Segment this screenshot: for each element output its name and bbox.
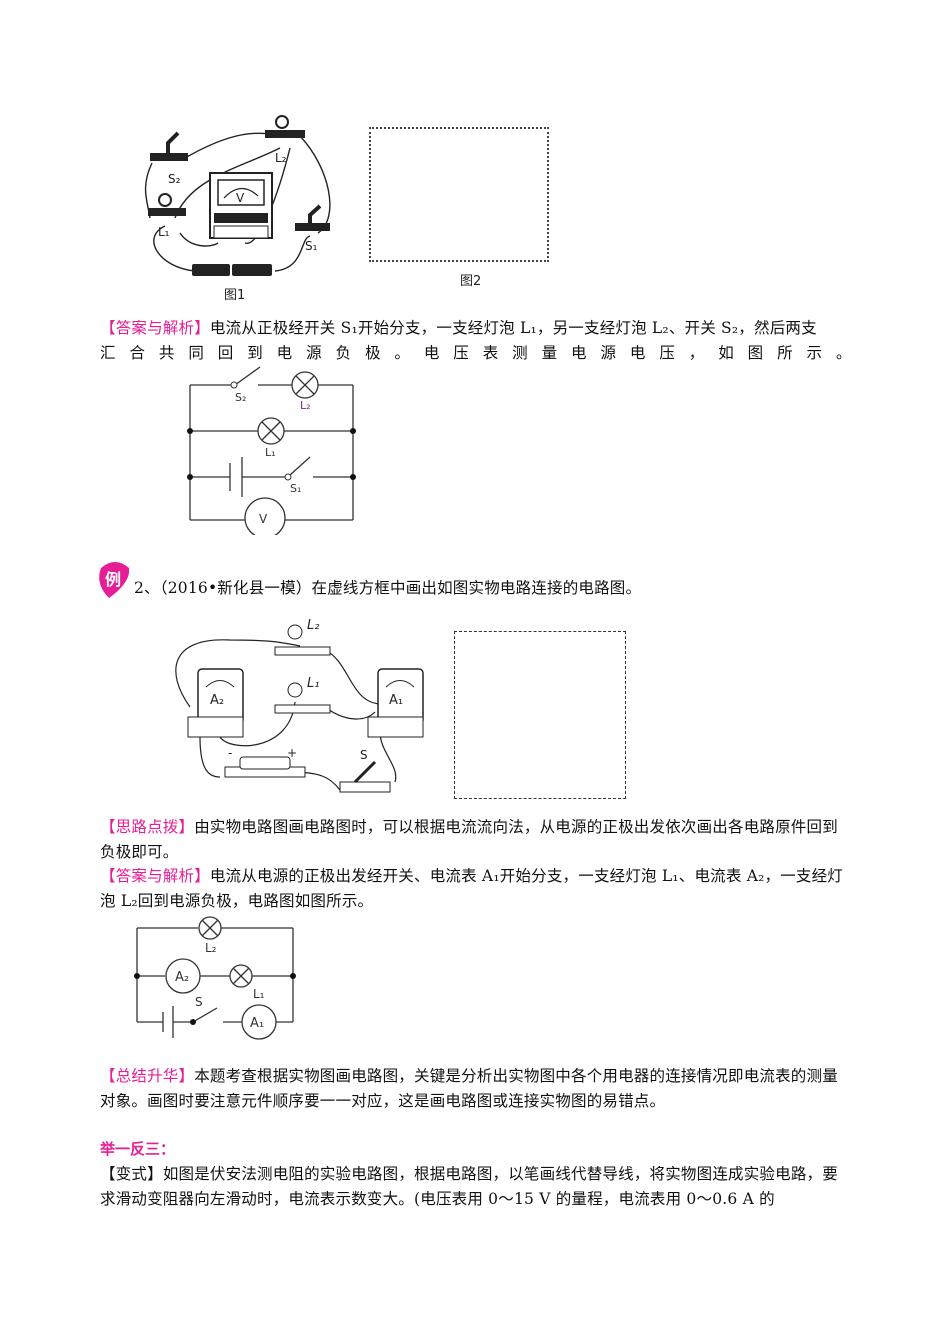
svg-text:L₂: L₂ bbox=[205, 941, 217, 955]
hint-text: 由实物电路图画电路图时，可以根据电流流向法，从电源的正极出发依次画出各电路原件回… bbox=[100, 818, 838, 861]
svg-text:A₂: A₂ bbox=[210, 693, 224, 708]
label-l2: L₂ bbox=[275, 151, 287, 165]
figure2-answer-box bbox=[454, 631, 626, 799]
answer1-char: 。 bbox=[835, 344, 852, 362]
answer1-char: 回 bbox=[217, 344, 234, 362]
answer1-char: 图 bbox=[747, 344, 764, 362]
svg-text:L₂: L₂ bbox=[300, 399, 311, 412]
answer1-char: 电 bbox=[571, 344, 587, 362]
answer1-char: 同 bbox=[188, 344, 205, 362]
svg-text:S: S bbox=[360, 748, 368, 762]
answer-tag: 【答案与解析】 bbox=[100, 319, 210, 337]
answer1-char: 示 bbox=[806, 344, 823, 362]
svg-text:V: V bbox=[259, 512, 268, 526]
switch-s1-icon bbox=[295, 204, 330, 231]
svg-text:+: + bbox=[287, 746, 297, 760]
answer1-line2: 汇合共同回到电源负极。电压表测量电源电压，如图所示。 bbox=[100, 341, 852, 366]
summary-text: 本题考查根据实物图画电路图，关键是分析出实物图中各个用电器的连接情况即电流表的测… bbox=[100, 1067, 838, 1110]
answer1-char: 测 bbox=[512, 344, 528, 362]
example-badge: 例 bbox=[97, 560, 133, 600]
svg-text:S: S bbox=[195, 995, 203, 1009]
svg-text:S₂: S₂ bbox=[235, 391, 246, 404]
answer1-paragraph: 【答案与解析】电流从正极经开关 S₁开始分支，一支经灯泡 L₁，另一支经灯泡 L… bbox=[100, 316, 852, 366]
hint-tag: 【思路点拨】 bbox=[100, 818, 195, 836]
figure1-caption: 图1 bbox=[224, 288, 246, 303]
battery-icon bbox=[192, 264, 272, 276]
answer1-text: 电流从正极经开关 S₁开始分支，一支经灯泡 L₁，另一支经灯泡 L₂、开关 S₂… bbox=[209, 319, 817, 337]
svg-text:A₂: A₂ bbox=[175, 970, 189, 985]
practice-tag: 【变式】 bbox=[100, 1165, 163, 1183]
svg-text:S₁: S₁ bbox=[290, 482, 301, 495]
summary-tag: 【总结升华】 bbox=[100, 1067, 195, 1085]
answer1-char: 电 bbox=[276, 344, 293, 362]
answer1-char: 汇 bbox=[100, 344, 116, 362]
label-l1: L₁ bbox=[158, 225, 170, 239]
answer1-char: 极 bbox=[364, 344, 381, 362]
answer1-char: 到 bbox=[247, 344, 263, 362]
answer1-char: 共 bbox=[158, 344, 175, 362]
answer1-char: 源 bbox=[600, 344, 617, 362]
figure2-caption: 图2 bbox=[460, 274, 482, 289]
practice-heading: 举一反三： bbox=[100, 1140, 176, 1158]
answer1-char: 压 bbox=[453, 344, 469, 362]
answer1-char: 量 bbox=[541, 344, 558, 362]
label-s1: S₁ bbox=[305, 239, 318, 253]
summary-paragraph: 【总结升华】本题考查根据实物图画电路图，关键是分析出实物图中各个用电器的连接情况… bbox=[100, 1064, 852, 1114]
answer1-char: 源 bbox=[306, 344, 322, 362]
svg-text:L₂: L₂ bbox=[307, 618, 319, 633]
answer2-text: 电流从电源的正极出发经开关、电流表 A₁开始分支，一支经灯泡 L₁、电流表 A₂… bbox=[100, 867, 844, 910]
answer1-char: ， bbox=[688, 344, 705, 362]
figure1-physical-circuit: V S₂ L₂ L₁ S₁ bbox=[130, 108, 340, 300]
example-badge-label: 例 bbox=[105, 570, 122, 589]
answer2-tag: 【答案与解析】 bbox=[100, 867, 210, 885]
svg-text:L₁: L₁ bbox=[265, 446, 276, 459]
answer1-line1: 【答案与解析】电流从正极经开关 S₁开始分支，一支经灯泡 L₁，另一支经灯泡 L… bbox=[100, 316, 852, 341]
svg-text:L₁: L₁ bbox=[253, 987, 265, 1001]
hint-paragraph: 【思路点拨】由实物电路图画电路图时，可以根据电流流向法，从电源的正极出发依次画出… bbox=[100, 815, 852, 865]
practice-paragraph: 【变式】如图是伏安法测电阻的实验电路图，根据电路图，以笔画线代替导线，将实物图连… bbox=[100, 1162, 852, 1212]
answer1-char: 如 bbox=[718, 344, 734, 362]
switch-s2-icon bbox=[150, 131, 188, 161]
figure2-physical-circuit: L₂ L₁ A₂ A₁ - + S bbox=[170, 612, 470, 802]
answer1-char: 压 bbox=[659, 344, 676, 362]
svg-text:A₁: A₁ bbox=[389, 693, 403, 708]
practice-text: 如图是伏安法测电阻的实验电路图，根据电路图，以笔画线代替导线，将实物图连成实验电… bbox=[100, 1165, 838, 1208]
circuit-diagram-1: S₂ L₂ L₁ S₁ V bbox=[180, 365, 370, 539]
answer1-char: 电 bbox=[629, 344, 646, 362]
answer2-paragraph: 【答案与解析】电流从电源的正极出发经开关、电流表 A₁开始分支，一支经灯泡 L₁… bbox=[100, 864, 852, 914]
bulb-l1-icon bbox=[148, 193, 186, 216]
answer1-char: 。 bbox=[394, 344, 411, 362]
answer1-char: 合 bbox=[129, 344, 146, 362]
answer1-char: 电 bbox=[423, 344, 440, 362]
svg-text:L₁: L₁ bbox=[307, 676, 319, 691]
example-badge-icon bbox=[99, 562, 130, 598]
example2-question: 2、（2016•新化县一模）在虚线方框中画出如图实物电路连接的电路图。 bbox=[134, 579, 642, 597]
answer1-char: 表 bbox=[482, 344, 499, 362]
answer1-char: 负 bbox=[335, 344, 352, 362]
physical-circuit-drawing: V S₂ L₂ L₁ S₁ bbox=[144, 115, 331, 276]
figure2-empty-box bbox=[369, 127, 549, 262]
svg-text:A₁: A₁ bbox=[250, 1016, 264, 1031]
circuit-diagram-2: L₂ A₂ L₁ S A₁ bbox=[125, 910, 305, 1045]
bulb-l2-icon bbox=[265, 115, 305, 138]
label-s2: S₂ bbox=[168, 172, 181, 186]
svg-text:V: V bbox=[236, 191, 245, 205]
svg-text:-: - bbox=[228, 746, 232, 760]
answer1-char: 所 bbox=[777, 344, 793, 362]
voltmeter-icon: V bbox=[209, 172, 273, 239]
